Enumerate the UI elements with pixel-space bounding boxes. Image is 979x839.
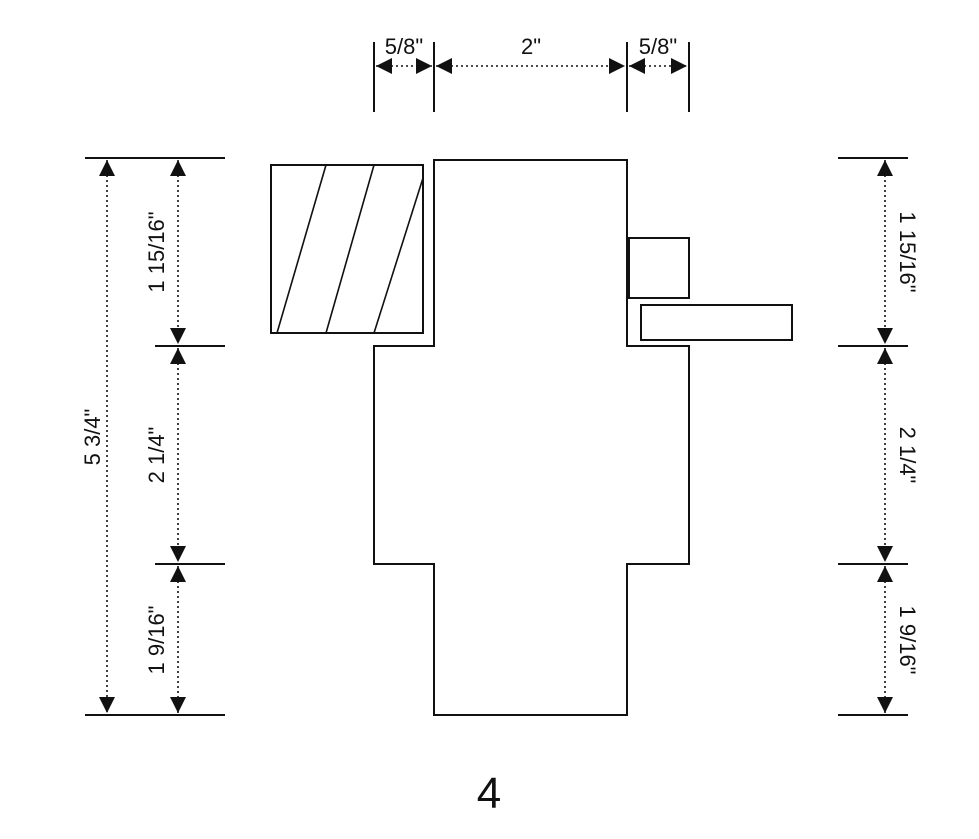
right-dimension-group: 1 15/16" 2 1/4" 1 9/16" xyxy=(838,157,920,716)
small-block xyxy=(628,237,690,299)
top-dimension-group: 5/8" 2" 5/8" xyxy=(373,34,690,112)
hatched-block-outline xyxy=(270,164,424,334)
dim-label-left-overall: 5 3/4" xyxy=(80,409,105,466)
dim-label-top-middle: 2" xyxy=(521,34,541,59)
left-dimension-group: 5 3/4" 1 15/16" 2 1/4" 1 9/16" xyxy=(80,157,225,716)
dim-label-right-upper: 1 15/16" xyxy=(895,211,920,292)
part-body-outline xyxy=(373,159,690,716)
hatch-line xyxy=(373,177,424,334)
hatch-line xyxy=(325,164,375,334)
dim-label-right-lower: 1 9/16" xyxy=(895,606,920,675)
dim-label-left-middle: 2 1/4" xyxy=(144,427,169,484)
dim-label-top-right: 5/8" xyxy=(639,34,677,59)
hatched-block xyxy=(270,164,424,334)
dim-label-left-upper: 1 15/16" xyxy=(144,211,169,292)
dim-label-left-lower: 1 9/16" xyxy=(144,606,169,675)
dim-label-top-left: 5/8" xyxy=(385,34,423,59)
hatch-line xyxy=(276,164,327,334)
figure-caption: 4 xyxy=(477,769,501,818)
long-bar xyxy=(640,304,793,341)
dim-label-right-middle: 2 1/4" xyxy=(895,427,920,484)
